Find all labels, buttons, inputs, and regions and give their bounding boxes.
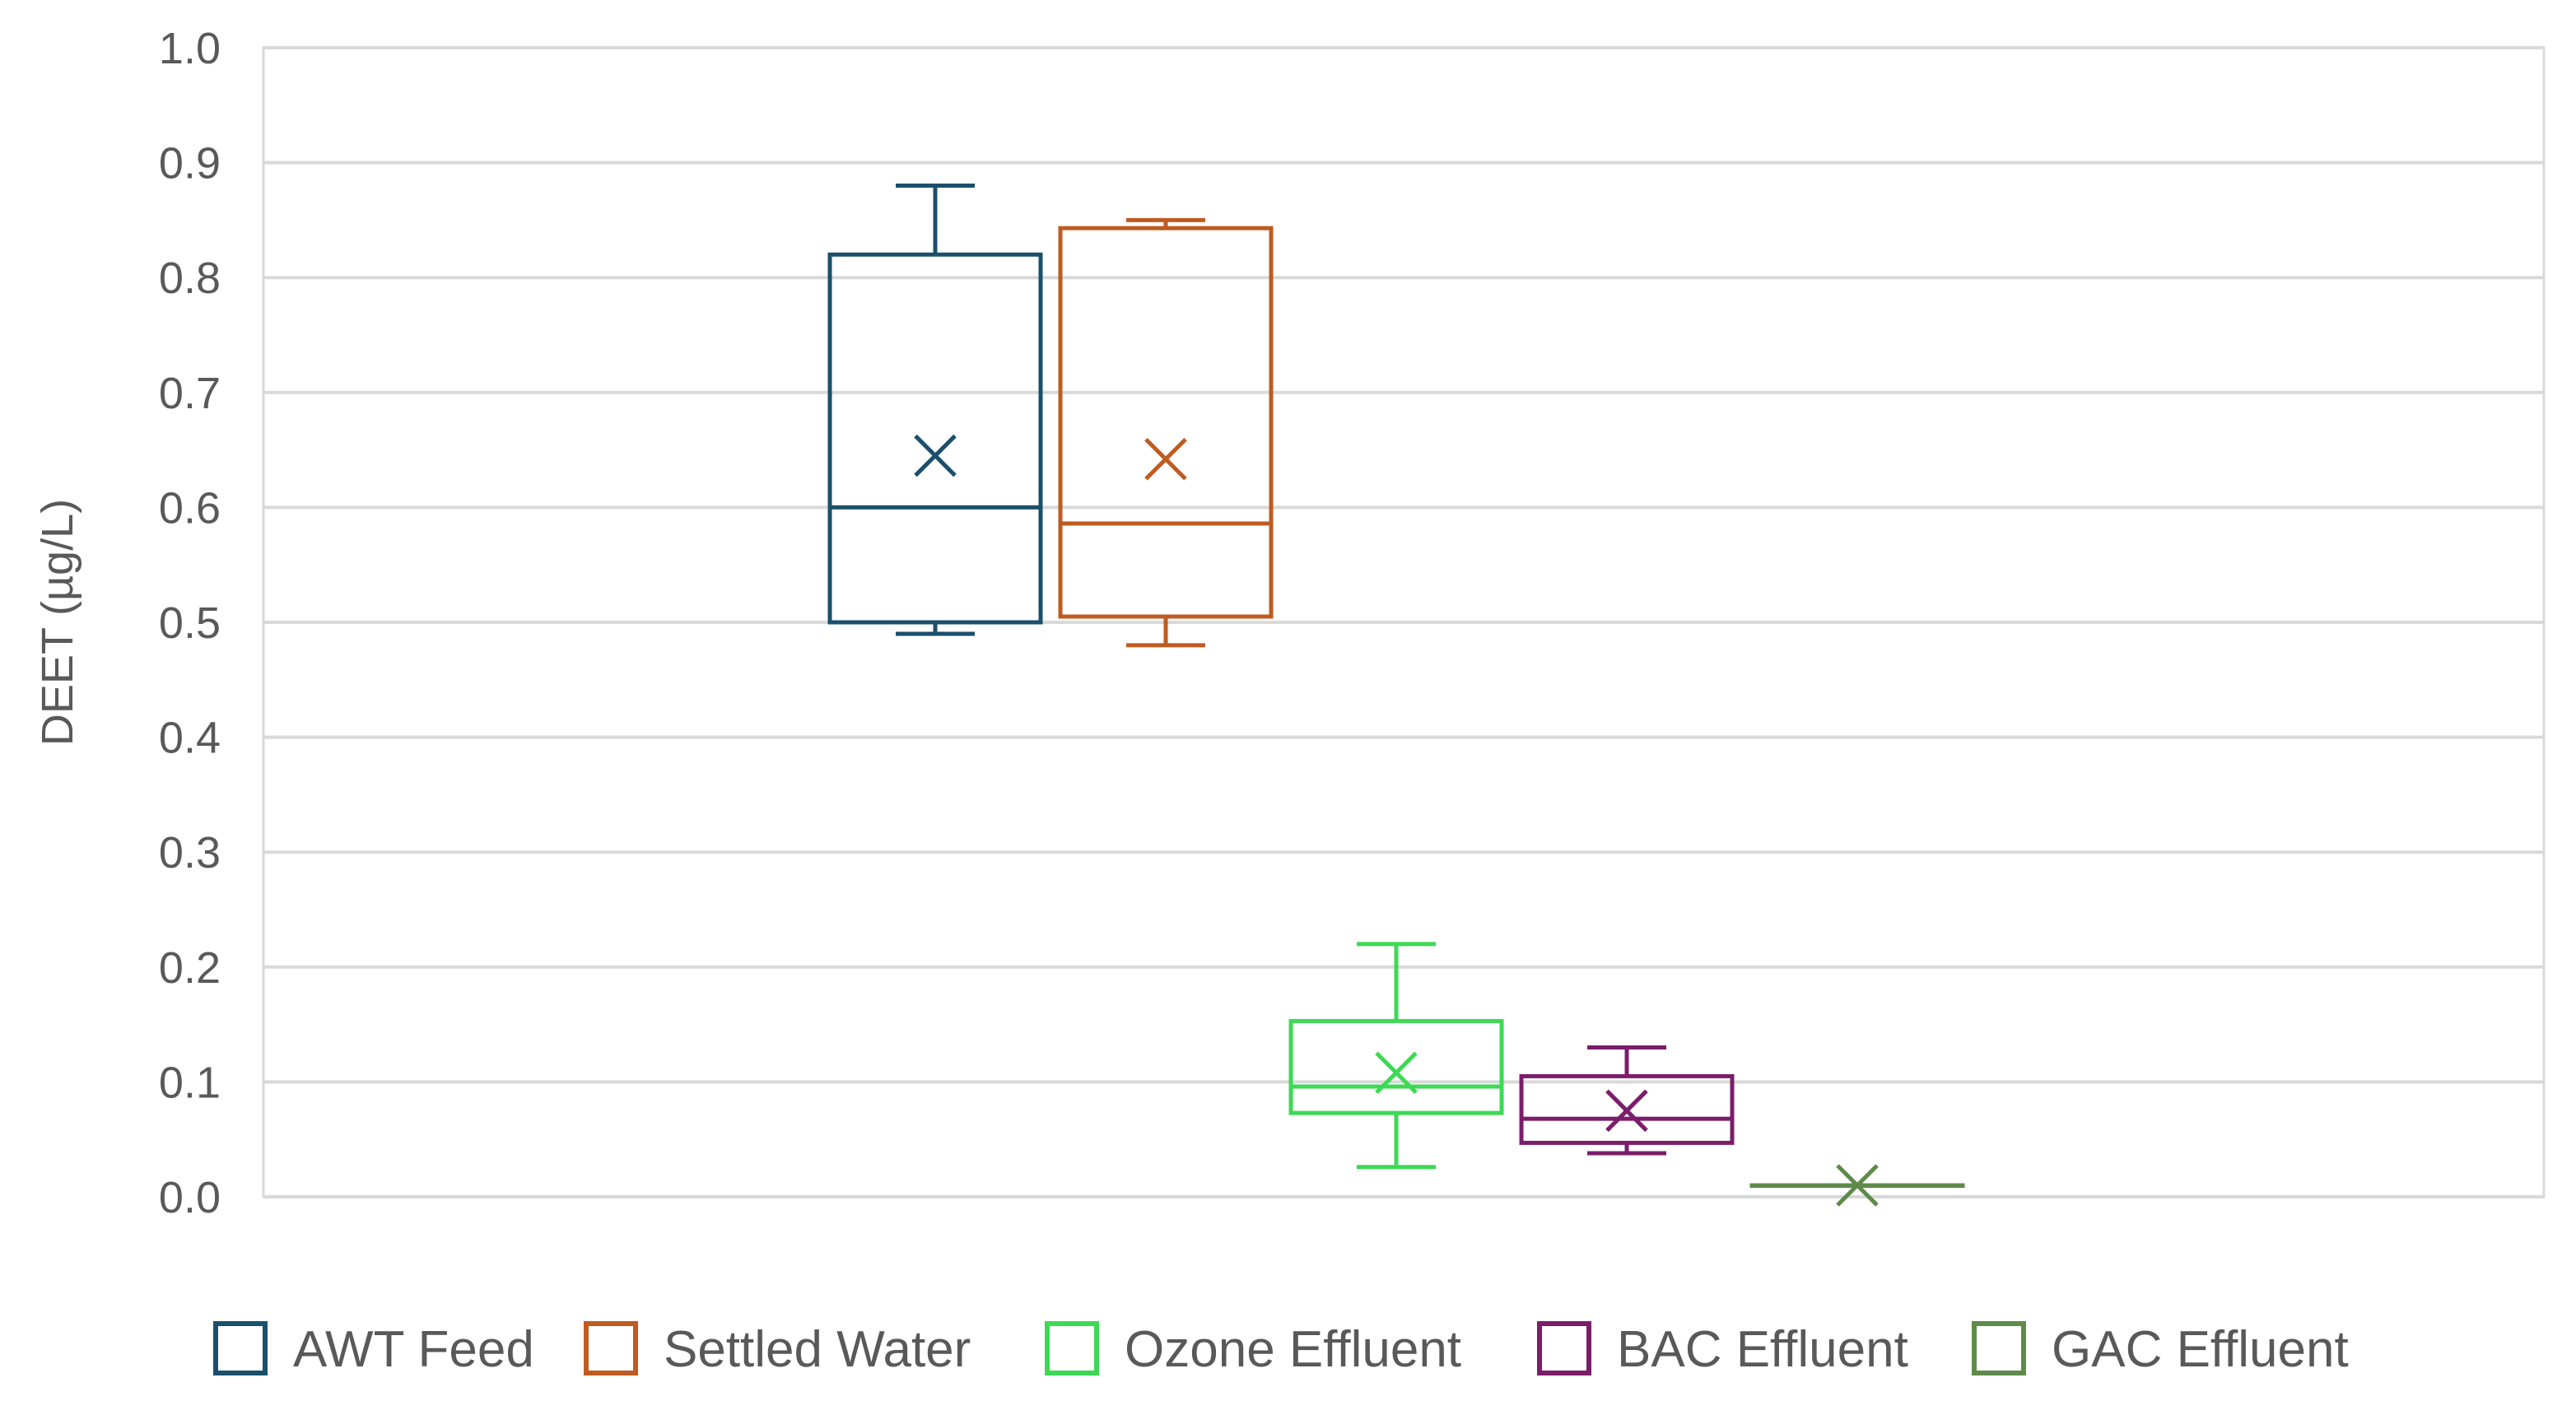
box-iqr [1058, 226, 1274, 619]
legend-swatch [584, 1321, 638, 1375]
legend-label: BAC Effluent [1617, 1321, 1908, 1378]
box-settled-water [1058, 217, 1274, 648]
box-bac-effluent [1519, 1045, 1735, 1156]
y-axis-ticks: 1.0 0.9 0.8 0.7 0.6 0.5 0.4 0.3 0.2 0.1 0.0 [159, 24, 221, 1222]
mean-marker [1144, 438, 1187, 481]
legend-item: GAC Effluent [1972, 1321, 2349, 1378]
mean-marker [1836, 1164, 1879, 1207]
y-axis-title: DEET (µg/L) [33, 499, 82, 746]
y-tick-label: 0.2 [159, 943, 221, 993]
y-tick-label: 0.3 [159, 828, 221, 877]
legend-item: Settled Water [584, 1321, 971, 1378]
legend-swatch [1045, 1321, 1099, 1375]
legend-swatch [213, 1321, 268, 1375]
legend-swatch [1972, 1321, 2026, 1375]
legend-label: GAC Effluent [2052, 1321, 2349, 1378]
y-tick-label: 0.8 [159, 254, 221, 303]
legend-swatch [1537, 1321, 1591, 1375]
y-tick-label: 0.6 [159, 483, 221, 533]
legend-label: Ozone Effluent [1125, 1321, 1461, 1378]
box-gac-effluent [1749, 1164, 1965, 1207]
y-tick-label: 0.4 [159, 714, 221, 763]
mean-marker [914, 434, 957, 477]
mean-marker [1605, 1089, 1648, 1133]
box-iqr [1288, 1018, 1504, 1115]
legend: AWT Feed Settled Water Ozone Effluent BAC E… [213, 1321, 2349, 1378]
box-awt-feed [827, 184, 1043, 636]
box-ozone-effluent [1288, 942, 1504, 1170]
y-tick-label: 0.1 [159, 1058, 221, 1107]
legend-item: Ozone Effluent [1045, 1321, 1461, 1378]
y-tick-label: 0.7 [159, 369, 221, 418]
y-tick-label: 0.5 [159, 598, 221, 648]
y-tick-label: 0.9 [159, 139, 221, 189]
box-series [827, 184, 1965, 1207]
y-tick-label: 0.0 [159, 1173, 221, 1222]
box-iqr [1519, 1073, 1735, 1145]
y-tick-label: 1.0 [159, 24, 221, 73]
legend-item: BAC Effluent [1537, 1321, 1908, 1378]
box-iqr [827, 252, 1043, 625]
mean-marker [1375, 1051, 1418, 1094]
legend-label: Settled Water [664, 1321, 971, 1378]
legend-label: AWT Feed [293, 1321, 534, 1378]
legend-item: AWT Feed [213, 1321, 534, 1378]
